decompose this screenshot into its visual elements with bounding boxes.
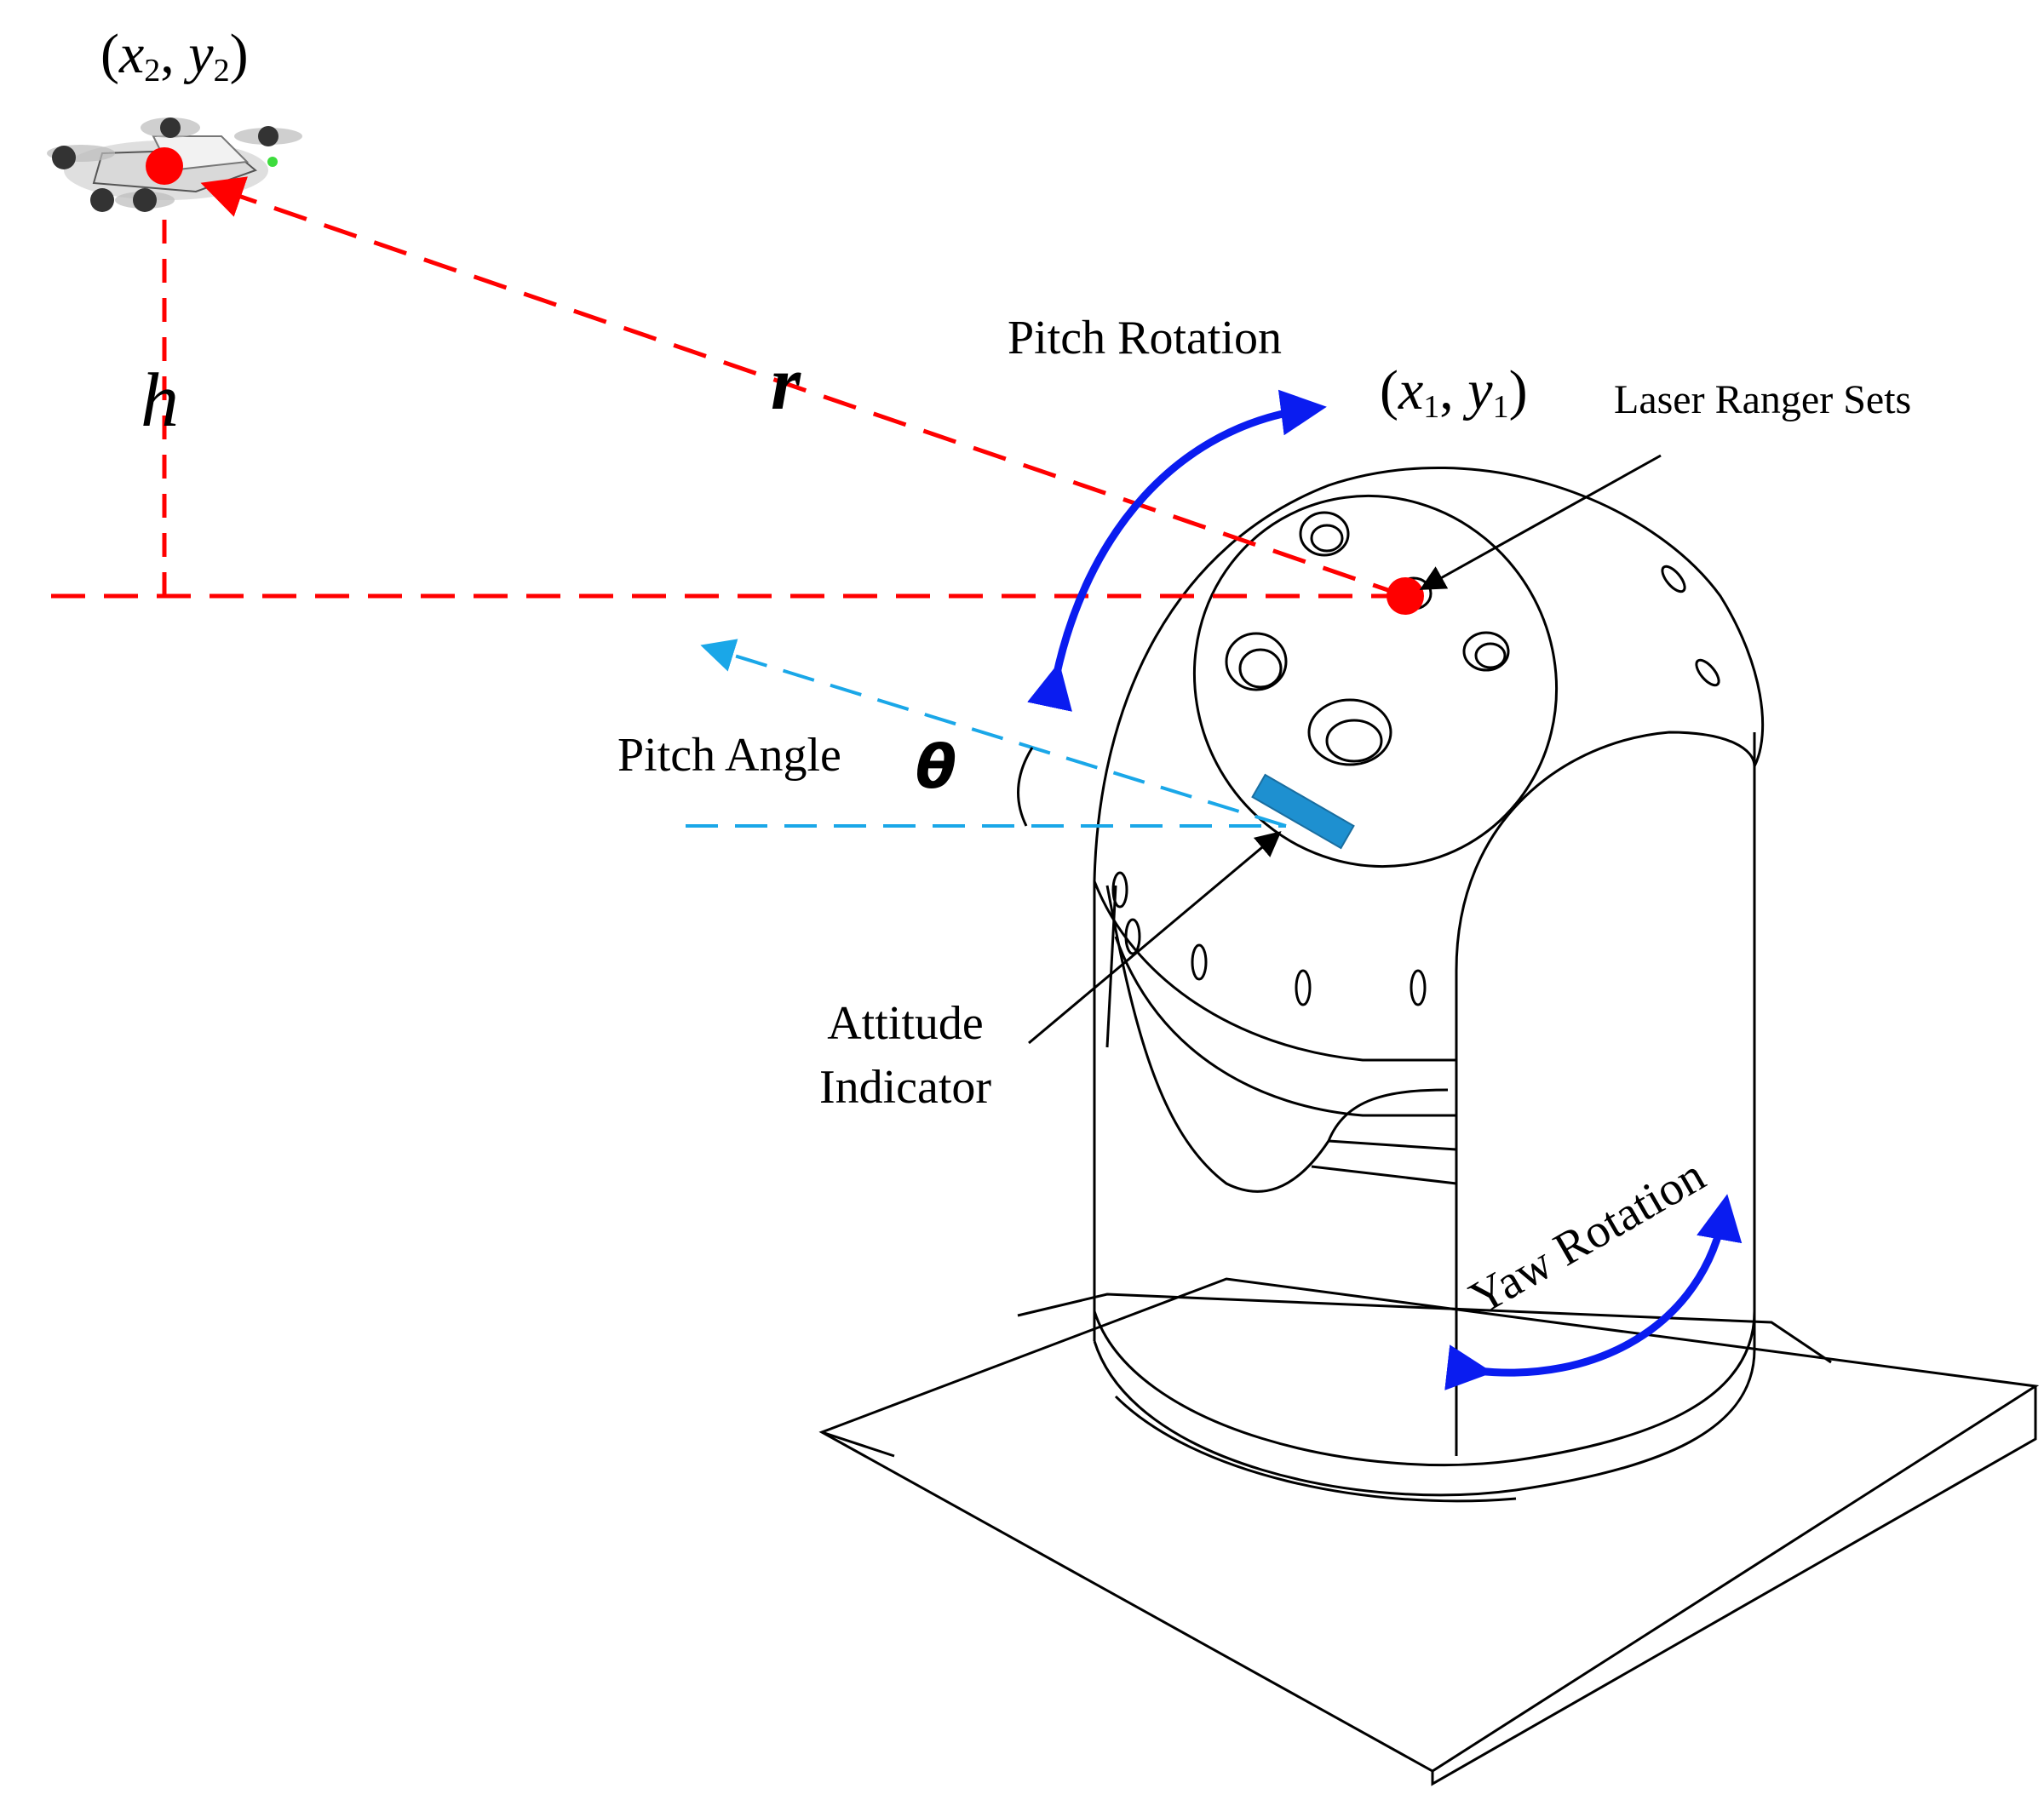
yaw-rotation-label: Yaw Rotation <box>1461 1149 1714 1325</box>
theta-label: θ <box>916 732 956 802</box>
laser-ranger-pointer <box>1419 454 1662 590</box>
head-lower-rim <box>1093 880 1456 1062</box>
attitude-indicator-pointer <box>1028 831 1282 1045</box>
height-label: h <box>141 358 179 443</box>
base-plate <box>818 1277 2040 1786</box>
base-plate-top <box>818 1277 2040 1773</box>
pitch-rotation-arrow <box>1027 389 1327 712</box>
turret-ring-3 <box>1114 1395 1517 1503</box>
turret-coordinate-label: (x1, y1) <box>1380 359 1528 425</box>
pitch-angle-label: Pitch Angle <box>617 729 841 782</box>
head-lower-rim-2 <box>1114 936 1456 1117</box>
base-plate-inner <box>1017 1293 1832 1364</box>
yaw-rotation-arrow <box>1444 1194 1743 1390</box>
pitch-rotation-label: Pitch Rotation <box>1008 312 1282 364</box>
left-arm-panel <box>1105 885 1449 1193</box>
attitude-label-line2: Indicator <box>819 1061 991 1114</box>
yoke-arm <box>1455 731 1756 1456</box>
laser-ranger-dot <box>1387 577 1424 615</box>
range-line <box>200 176 1406 599</box>
laser-ranger-sets-label: Laser Ranger Sets <box>1614 377 1911 422</box>
gimbal-turret-icon <box>1093 467 1765 1503</box>
base-plate-side <box>821 1386 2037 1786</box>
pitch-angle-geometry <box>686 639 1355 850</box>
left-arm-lower <box>1311 1165 1457 1185</box>
left-arm-edge <box>1105 885 1117 1048</box>
attitude-label-line1: Attitude <box>827 997 984 1050</box>
attitude-indicator-block <box>1251 773 1355 850</box>
range-label: r <box>771 341 801 426</box>
drone-coordinate-label: (x2, y2) <box>100 23 249 89</box>
pitch-angle-arc <box>1017 747 1034 827</box>
range-geometry <box>51 147 1424 615</box>
left-arm-lower-2 <box>1328 1139 1457 1151</box>
pitch-direction-line <box>700 639 1287 828</box>
lens-holes <box>1225 511 1510 766</box>
side-vents <box>1111 565 1720 1006</box>
faceplate <box>1192 494 1559 868</box>
drone-position-dot <box>146 147 183 185</box>
turret-ring-2 <box>1093 1340 1756 1497</box>
